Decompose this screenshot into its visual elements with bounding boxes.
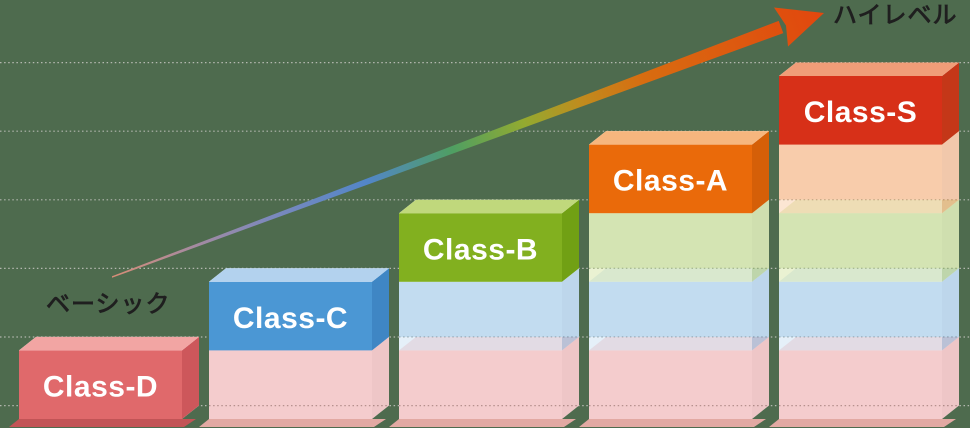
segment-top bbox=[399, 199, 579, 214]
segment-front-blend bbox=[779, 268, 942, 282]
segment-front-blend bbox=[399, 336, 562, 351]
segment-side bbox=[942, 131, 959, 214]
segment-top bbox=[589, 336, 769, 351]
trend-arrow bbox=[112, 7, 824, 278]
segment-side bbox=[942, 62, 959, 145]
bar-shadow bbox=[579, 419, 766, 427]
annotation-basic-label: ベーシック bbox=[46, 291, 171, 318]
segment-front bbox=[399, 213, 562, 282]
bar-class-s: Class-S bbox=[769, 62, 959, 427]
segment-side bbox=[942, 268, 959, 351]
segment-front bbox=[19, 350, 182, 419]
segment-front bbox=[399, 350, 562, 419]
bar-label-class-s: Class-S bbox=[804, 96, 918, 129]
segment-top bbox=[209, 268, 389, 282]
arrow-shaft bbox=[112, 20, 784, 278]
bar-label-class-a: Class-A bbox=[613, 165, 728, 198]
bar-shadow bbox=[199, 419, 386, 427]
bar-shadow bbox=[389, 419, 576, 427]
segment-front bbox=[589, 144, 752, 214]
segment-front bbox=[589, 213, 752, 269]
segment-front bbox=[779, 76, 942, 145]
bar-shadow bbox=[9, 419, 196, 427]
annotation-high-level-label: ハイレベル bbox=[833, 2, 958, 29]
segment-side bbox=[562, 336, 579, 419]
bar-label-class-c: Class-C bbox=[233, 302, 348, 335]
segment-top bbox=[589, 131, 769, 145]
segment-top bbox=[589, 268, 769, 282]
segment-front bbox=[209, 350, 372, 419]
segment-front bbox=[779, 350, 942, 419]
segment-front bbox=[589, 281, 752, 337]
segment-front bbox=[399, 281, 562, 337]
segment-front-blend bbox=[779, 336, 942, 351]
segment-side bbox=[942, 336, 959, 419]
segment-front bbox=[779, 144, 942, 200]
bar-class-a: Class-A bbox=[579, 131, 769, 427]
segment-top bbox=[399, 336, 579, 351]
segment-front-blend bbox=[779, 199, 942, 214]
segment-top bbox=[779, 268, 959, 282]
bar-base bbox=[779, 62, 959, 419]
bar-label-class-b: Class-B bbox=[423, 233, 538, 266]
bar-label-class-d: Class-D bbox=[43, 371, 158, 404]
bar-shadow bbox=[769, 419, 956, 427]
segment-side bbox=[752, 268, 769, 351]
segment-front-blend bbox=[589, 268, 752, 282]
segment-side bbox=[942, 199, 959, 282]
segment-top bbox=[779, 62, 959, 76]
segment-side bbox=[752, 131, 769, 214]
segment-front-blend bbox=[589, 336, 752, 351]
segment-side bbox=[182, 336, 199, 419]
segment-top bbox=[19, 336, 199, 351]
segment-side bbox=[562, 268, 579, 351]
segment-front bbox=[779, 281, 942, 337]
segment-side bbox=[372, 336, 389, 419]
segment-side bbox=[562, 199, 579, 282]
segment-side bbox=[752, 336, 769, 419]
arrow-head bbox=[774, 7, 824, 47]
bar-class-b: Class-B bbox=[389, 199, 579, 427]
bar-class-d: Class-D bbox=[9, 336, 199, 427]
segment-side bbox=[372, 268, 389, 351]
segment-front bbox=[589, 350, 752, 419]
segment-front bbox=[779, 213, 942, 269]
segment-top bbox=[779, 199, 959, 214]
bar-class-c: Class-C bbox=[199, 268, 389, 427]
segment-top bbox=[779, 336, 959, 351]
segment-front bbox=[209, 281, 372, 351]
segment-side bbox=[752, 199, 769, 282]
